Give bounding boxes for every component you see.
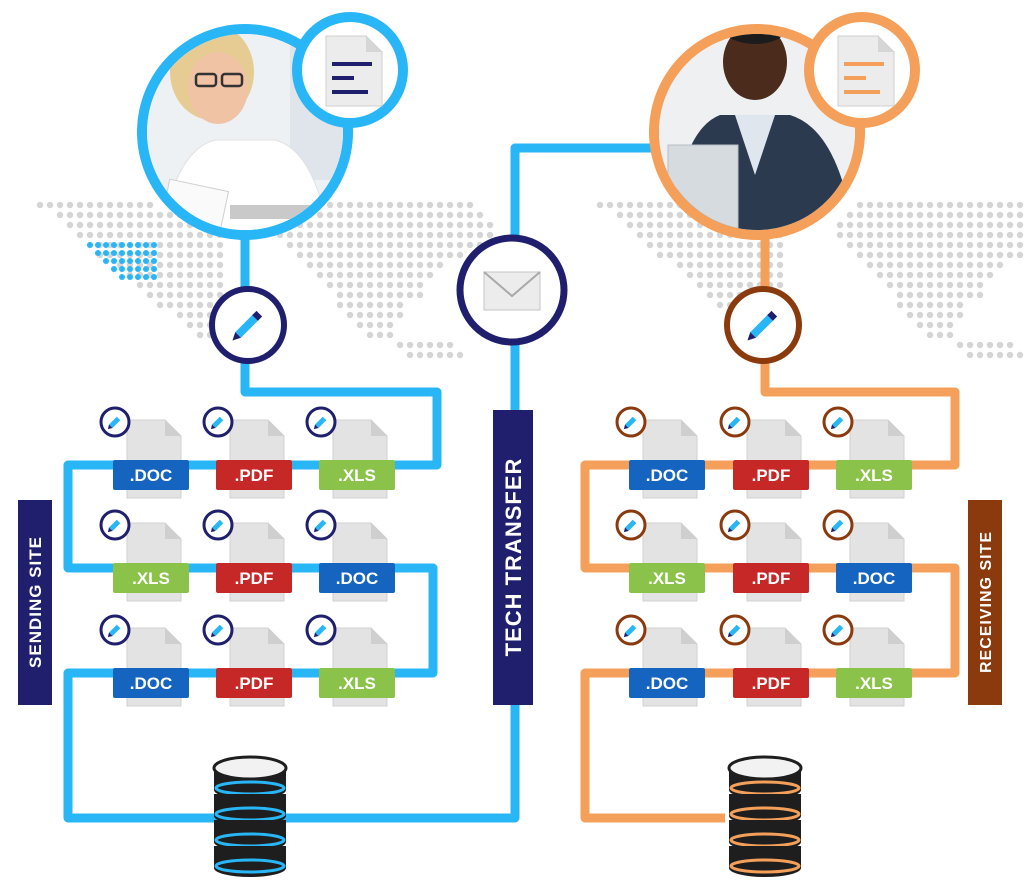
edit-pencil-icon [617, 616, 645, 644]
file-doc-icon: .DOC [617, 616, 705, 706]
edit-pencil-icon [307, 511, 335, 539]
edit-pencil-icon [307, 408, 335, 436]
file-type-label: .DOC [853, 569, 896, 588]
sending-site-label: SENDING SITE [18, 500, 52, 705]
file-xls-icon: .XLS [617, 511, 705, 601]
file-type-label: .PDF [752, 466, 791, 485]
file-doc-icon: .DOC [307, 511, 395, 601]
file-type-label: .XLS [338, 674, 376, 693]
file-pdf-icon: .PDF [721, 616, 809, 706]
sending-site-file-grid: .DOC .PDF .XLS .XLS .PDF .DOC .DOC .PDF .XLS [101, 408, 395, 706]
file-pdf-icon: .PDF [204, 616, 292, 706]
sending-site-text: SENDING SITE [26, 536, 45, 668]
edit-pencil-icon [101, 408, 129, 436]
edit-pencil-icon [617, 511, 645, 539]
file-xls-icon: .XLS [307, 408, 395, 498]
file-xls-icon: .XLS [824, 616, 912, 706]
file-doc-icon: .DOC [101, 616, 189, 706]
receiving-site-label: RECEIVING SITE [968, 500, 1002, 705]
file-xls-icon: .XLS [101, 511, 189, 601]
edit-pencil-icon [101, 616, 129, 644]
file-type-label: .PDF [752, 569, 791, 588]
edit-pencil-icon [204, 616, 232, 644]
edit-pencil-icon [617, 408, 645, 436]
tech-transfer-label: TECH TRANSFER [493, 410, 533, 705]
edit-pencil-icon [824, 616, 852, 644]
file-pdf-icon: .PDF [721, 511, 809, 601]
receiving-edit-pencil-icon [727, 289, 799, 361]
file-type-label: .DOC [130, 674, 173, 693]
edit-pencil-icon [824, 511, 852, 539]
file-pdf-icon: .PDF [721, 408, 809, 498]
file-type-label: .XLS [132, 569, 170, 588]
file-xls-icon: .XLS [307, 616, 395, 706]
edit-pencil-icon [204, 408, 232, 436]
edit-pencil-icon [721, 408, 749, 436]
transfer-envelope-icon [460, 238, 564, 342]
file-doc-icon: .DOC [617, 408, 705, 498]
edit-pencil-icon [721, 511, 749, 539]
edit-pencil-icon [204, 511, 232, 539]
file-type-label: .PDF [235, 569, 274, 588]
file-type-label: .XLS [855, 674, 893, 693]
edit-pencil-icon [101, 511, 129, 539]
file-type-label: .PDF [752, 674, 791, 693]
file-type-label: .XLS [338, 466, 376, 485]
receiving-site-text: RECEIVING SITE [978, 531, 995, 673]
file-type-label: .DOC [646, 466, 689, 485]
file-type-label: .DOC [130, 466, 173, 485]
edit-pencil-icon [307, 616, 335, 644]
file-type-label: .XLS [855, 466, 893, 485]
edit-pencil-icon [721, 616, 749, 644]
file-doc-icon: .DOC [824, 511, 912, 601]
file-type-label: .XLS [648, 569, 686, 588]
tech-transfer-text: TECH TRANSFER [501, 458, 526, 657]
file-pdf-icon: .PDF [204, 408, 292, 498]
sending-edit-pencil-icon [212, 289, 284, 361]
sending-database-icon [214, 757, 286, 877]
file-type-label: .DOC [336, 569, 379, 588]
receiving-document-badge [804, 12, 920, 128]
edit-pencil-icon [824, 408, 852, 436]
file-type-label: .PDF [235, 674, 274, 693]
file-doc-icon: .DOC [101, 408, 189, 498]
receiving-site-file-grid: .DOC .PDF .XLS .XLS .PDF .DOC .DOC .PDF .XLS [617, 408, 912, 706]
file-type-label: .PDF [235, 466, 274, 485]
sending-document-badge [292, 12, 408, 128]
file-type-label: .DOC [646, 674, 689, 693]
file-pdf-icon: .PDF [204, 511, 292, 601]
receiving-database-icon [729, 757, 801, 877]
file-xls-icon: .XLS [824, 408, 912, 498]
